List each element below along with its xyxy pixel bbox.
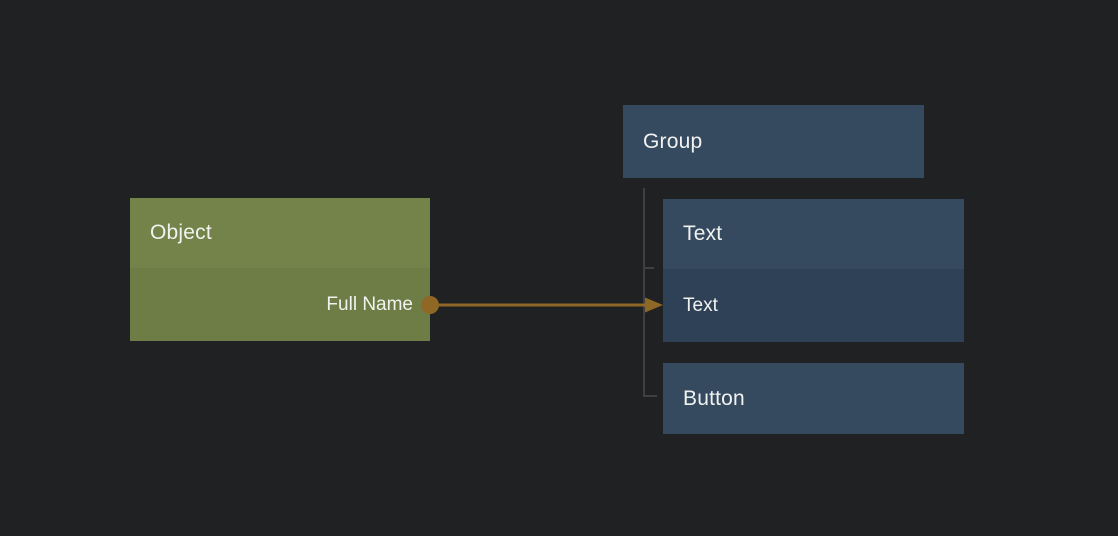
- node-button-title: Button: [683, 386, 745, 410]
- node-object-title: Object: [150, 221, 212, 244]
- tree-connector-elbow-button: [643, 395, 657, 397]
- node-object-header[interactable]: Object: [130, 198, 430, 268]
- field-full-name-label: Full Name: [326, 293, 413, 315]
- node-text-field-text[interactable]: Text: [663, 269, 964, 342]
- tree-connector-vertical: [643, 188, 645, 397]
- node-text-title: Text: [683, 222, 723, 245]
- node-group-header[interactable]: Group: [623, 105, 924, 178]
- node-button[interactable]: Button: [663, 363, 964, 434]
- node-text[interactable]: Text Text: [663, 199, 964, 342]
- binding-arrow[interactable]: [421, 296, 663, 314]
- node-button-header[interactable]: Button: [663, 363, 964, 434]
- node-group-title: Group: [643, 129, 703, 153]
- field-text-label: Text: [683, 294, 718, 316]
- node-group[interactable]: Group: [623, 105, 924, 178]
- node-object[interactable]: Object Full Name: [130, 198, 430, 341]
- node-object-field-full-name[interactable]: Full Name: [130, 268, 430, 341]
- node-text-header[interactable]: Text: [663, 199, 964, 269]
- binding-arrow-head: [645, 297, 663, 313]
- tree-connector-tick-text: [643, 267, 654, 269]
